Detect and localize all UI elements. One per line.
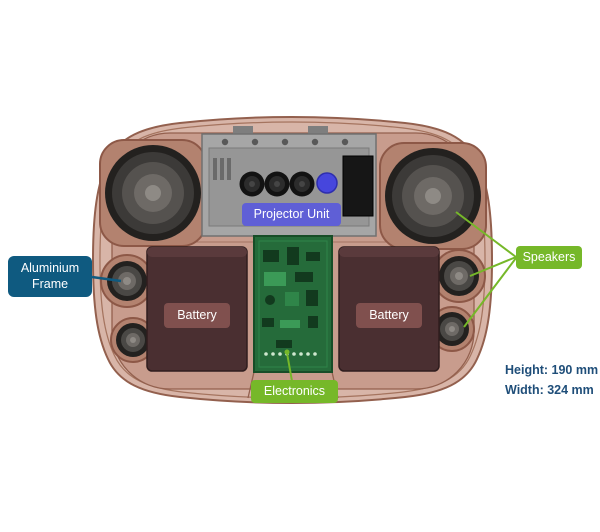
electronics-label: Electronics — [251, 380, 338, 403]
speakers-callout-line-bottom — [463, 257, 517, 328]
speaker-large-right — [379, 142, 487, 250]
electronics-callout-line — [286, 352, 293, 382]
speakers-label: Speakers — [516, 246, 582, 269]
projector-blue-lens — [316, 172, 338, 194]
battery-right-label: Battery — [356, 303, 422, 328]
speaker-small-left-bottom — [110, 317, 156, 363]
height-dimension: Height: 190 mm — [505, 363, 599, 377]
callout-lines — [91, 211, 517, 382]
dimension-annotations: Height: 190 mm Width: 324 mm — [505, 360, 598, 400]
speakers-callout-line-mid — [469, 256, 517, 277]
pcb-components — [262, 247, 320, 356]
projector-lens-knobs — [239, 171, 315, 197]
projector-unit-label: Projector Unit — [242, 203, 341, 226]
speakers-callout-line-top — [455, 211, 517, 258]
frame-callout-line — [91, 275, 122, 283]
aluminium-frame-label: Aluminium Frame — [8, 256, 92, 297]
electronics-callout-dot — [284, 349, 290, 355]
projector-module — [342, 155, 374, 217]
battery-left-label: Battery — [164, 303, 230, 328]
speaker-small-right-mid — [432, 249, 486, 303]
electronics-pcb — [253, 235, 333, 373]
speaker-small-left-mid — [100, 254, 154, 308]
speaker-large-left — [99, 139, 207, 247]
width-dimension: Width: 324 mm — [505, 383, 594, 397]
